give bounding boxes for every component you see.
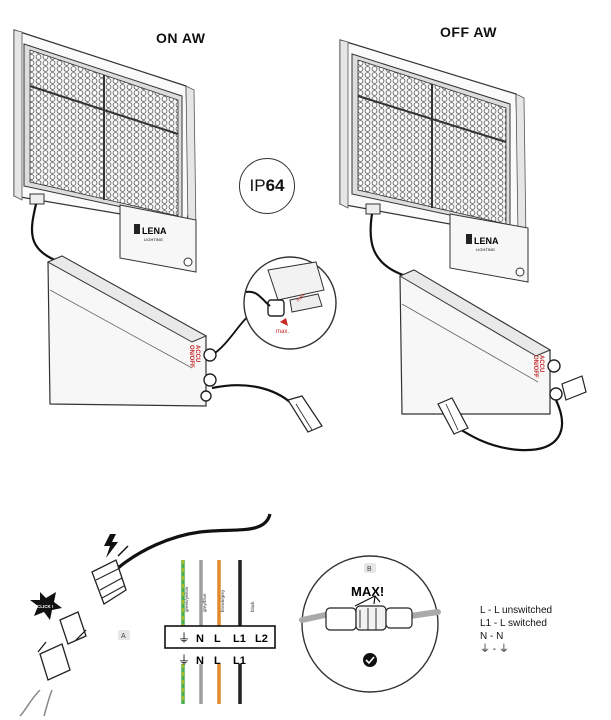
connector-detail: B MAX! xyxy=(299,555,441,693)
terminal-bottom-3: L1 xyxy=(233,655,246,667)
plug-connector-right xyxy=(437,397,469,435)
brand-sub-right: LIGHTING xyxy=(476,247,495,252)
step-b-badge: B xyxy=(367,566,372,573)
click-label: CLICK ! xyxy=(37,604,54,609)
max-label: MAX! xyxy=(351,584,384,599)
switch-label-left-2: ON/OFF xyxy=(188,345,194,368)
brand-sub-left: LIGHTING xyxy=(144,237,163,242)
cable-gland xyxy=(19,559,127,717)
terminal-top-1: N xyxy=(196,633,204,645)
wire-label-0: green/yellow xyxy=(184,586,189,612)
floodlight-right: LENA LIGHTING xyxy=(339,39,529,283)
brand-logo-left: LENA xyxy=(142,226,167,236)
step-a-badge: A xyxy=(121,633,126,640)
title-on: ON AW xyxy=(156,30,206,46)
floodlight-left: LENA LIGHTING xyxy=(13,29,197,273)
terminal-bottom-0: ⏚ xyxy=(178,653,190,667)
ip-number: 64 xyxy=(265,176,285,195)
ip-prefix: IP xyxy=(249,176,266,195)
wire-label-1: grey/blue xyxy=(202,593,207,612)
terminal-bottom-1: N xyxy=(196,655,204,667)
plug-connector-left xyxy=(287,395,323,433)
legend-item: L1 - L switched xyxy=(480,618,547,629)
svg-text:max.: max. xyxy=(295,292,307,304)
lightning-icon xyxy=(104,534,129,558)
terminal-bottom-2: L xyxy=(214,655,221,667)
terminal-top-4: L2 xyxy=(255,633,268,645)
switch-label-right-2: ON/OFF xyxy=(532,355,538,378)
wire-label-3: black xyxy=(250,601,255,612)
wire-bundle: green/yellow grey/blue brown/grey black xyxy=(181,560,255,704)
wiring-legend: L - L unswitched L1 - L switched N - N ⏚… xyxy=(480,604,552,656)
zoom-max-label: max. xyxy=(276,329,289,335)
driver-box-right: ACCU ON/OFF xyxy=(398,269,587,415)
title-off: OFF AW xyxy=(440,24,497,40)
switch-label-right-1: ACCU xyxy=(538,355,544,372)
cable-light-to-driver-left xyxy=(30,203,61,264)
driver-box-left: ACCU ON/OFF xyxy=(46,255,217,407)
terminal-top-3: L1 xyxy=(233,633,246,645)
click-burst-icon: CLICK ! xyxy=(30,592,62,620)
legend-item: N - N xyxy=(480,631,504,642)
check-icon xyxy=(363,653,377,667)
wire-label-2: brown/grey xyxy=(220,589,225,612)
legend-item: L - L unswitched xyxy=(480,605,553,616)
legend-item: ⏚ - ⏚ xyxy=(480,644,509,655)
supply-cable xyxy=(116,513,272,570)
terminal-top-0: ⏚ xyxy=(178,631,190,645)
switch-label-left-1: ACCU xyxy=(194,345,200,362)
brand-logo-right: LENA xyxy=(474,236,499,246)
zoom-detail: max. max. xyxy=(243,256,337,350)
terminal-block: ⏚ N L L1 L2 ⏚ N L L1 xyxy=(164,625,276,667)
terminal-top-2: L xyxy=(214,633,221,645)
